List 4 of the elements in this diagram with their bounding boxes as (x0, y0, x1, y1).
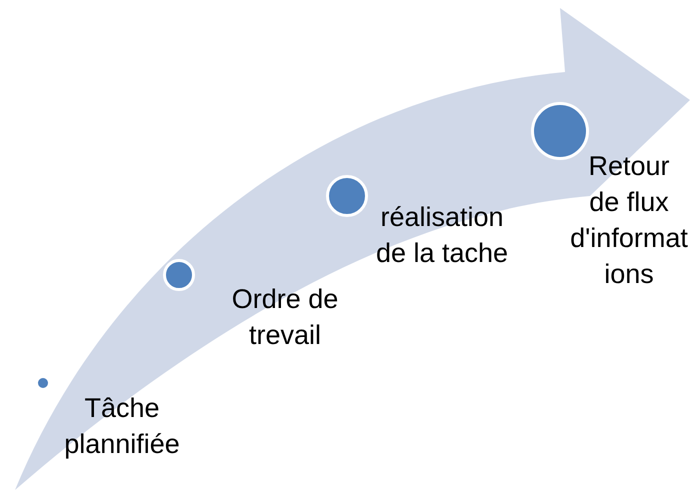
step-label: réalisation de la tache (374, 201, 510, 270)
step-label: Ordre de trevail (230, 283, 340, 352)
step-label: Retour de flux d'informations (570, 150, 688, 291)
step-label: Tâche plannifiée (63, 392, 181, 461)
